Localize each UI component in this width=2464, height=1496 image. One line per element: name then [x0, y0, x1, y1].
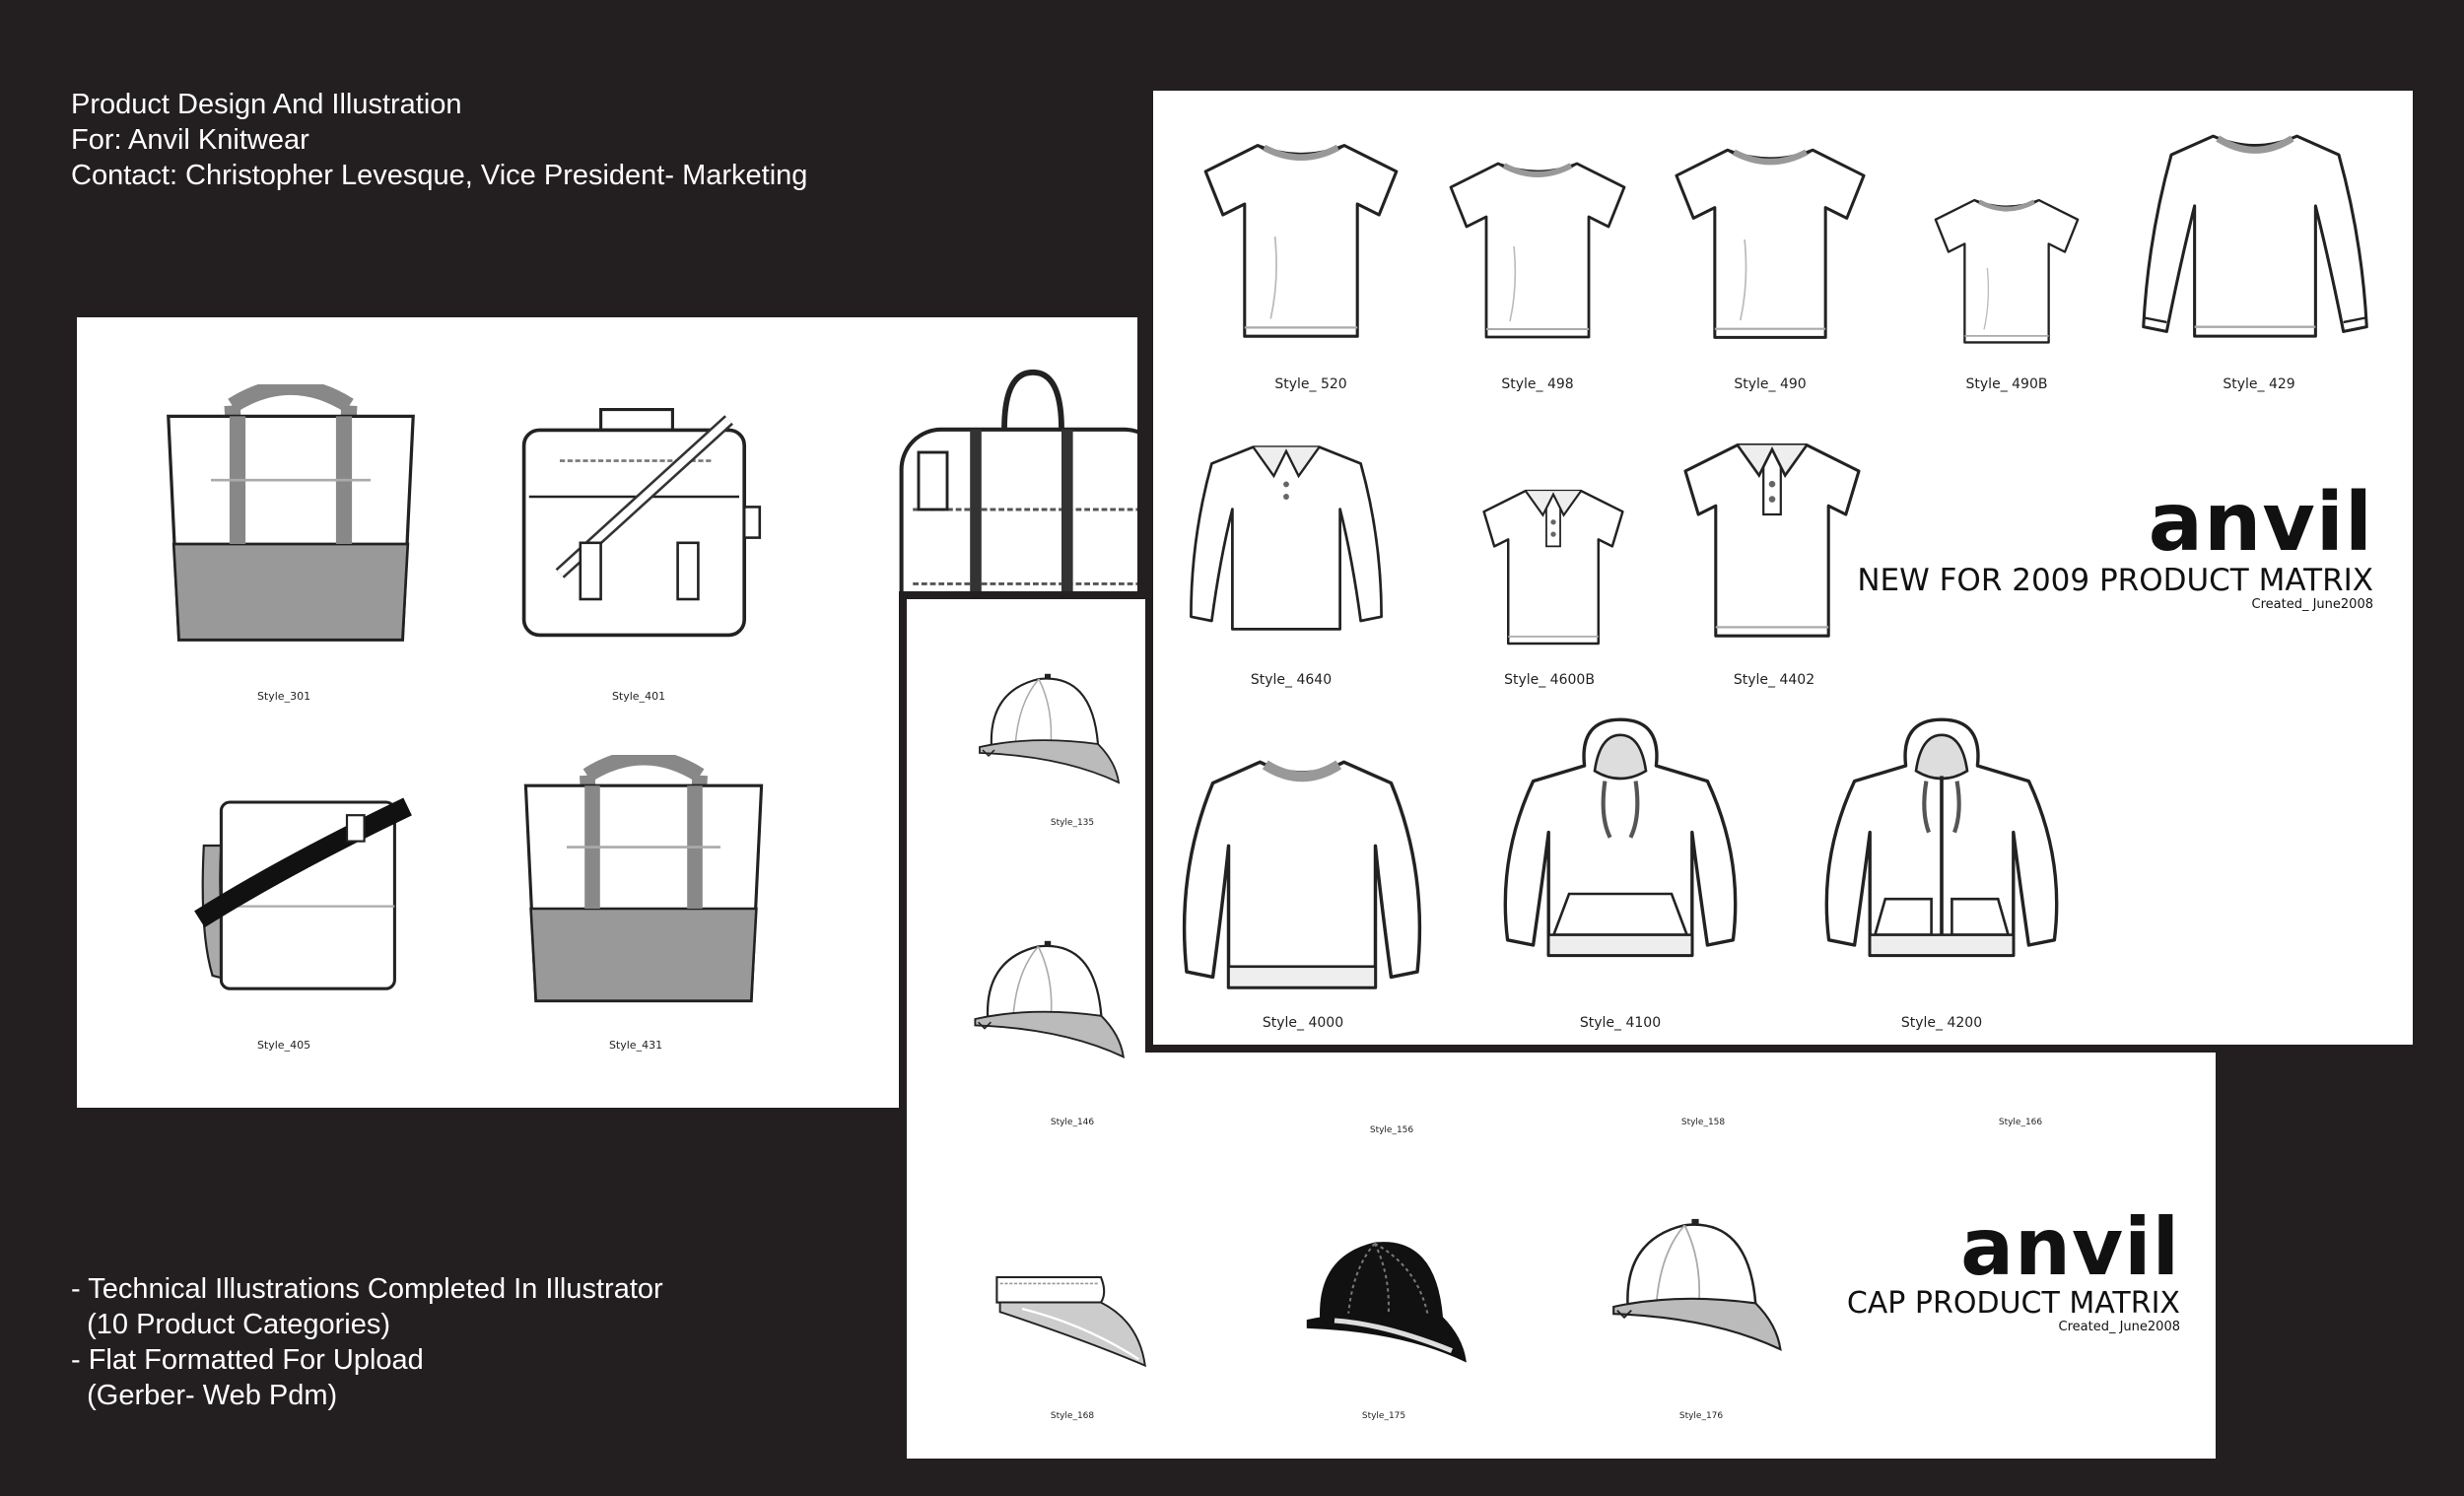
polo-icon — [1467, 465, 1640, 662]
note-line-4: (Gerber- Web Pdm) — [71, 1380, 338, 1411]
caps-subtitle: CAP PRODUCT MATRIX — [1846, 1286, 2180, 1321]
cap-label-166: Style_166 — [1998, 1118, 2043, 1127]
cap-icon — [924, 658, 1171, 806]
apparel-subtitle: NEW FOR 2009 PRODUCT MATRIX — [1857, 563, 2373, 598]
note-line-3: - Flat Formatted For Upload — [71, 1344, 424, 1376]
tote-bag-icon — [491, 755, 796, 1011]
tshirt-icon — [1664, 120, 1877, 359]
apparel-label-4200: Style_ 4200 — [1900, 1015, 1983, 1031]
bag-label-405: Style_405 — [256, 1039, 311, 1052]
polo-longsleeve-icon — [1183, 408, 1390, 668]
apparel-label-490: Style_ 490 — [1734, 376, 1807, 392]
apparel-label-4000: Style_ 4000 — [1262, 1015, 1344, 1031]
cap-label-135: Style_135 — [1050, 818, 1095, 828]
cap-label-146: Style_146 — [1050, 1118, 1095, 1127]
bag-label-401: Style_401 — [611, 690, 666, 703]
intro-contact: Contact: Christopher Levesque, Vice Pres… — [71, 160, 808, 191]
apparel-label-429: Style_ 429 — [2223, 376, 2295, 392]
apparel-label-490b: Style_ 490B — [1965, 376, 2048, 392]
tshirt-icon — [1439, 134, 1636, 359]
note-line-2: (10 Product Categories) — [71, 1309, 390, 1340]
tshirt-icon — [1926, 179, 2088, 357]
cap-label-156: Style_156 — [1369, 1125, 1414, 1135]
apparel-created: Created_ June2008 — [2251, 597, 2373, 613]
caps-brand: anvil CAP PRODUCT MATRIX Created_ June20… — [1847, 1208, 2180, 1335]
hoodie-icon — [1492, 682, 1748, 1003]
apparel-label-520: Style_ 520 — [1274, 376, 1347, 392]
cap-icon — [1557, 1200, 1833, 1378]
longsleeve-icon — [2139, 118, 2371, 359]
bag-label-431: Style_431 — [608, 1039, 663, 1052]
apparel-label-4402: Style_ 4402 — [1733, 672, 1815, 688]
tshirt-icon — [1193, 118, 1409, 355]
intro-client: For: Anvil Knitwear — [71, 124, 309, 156]
caps-created: Created_ June2008 — [2058, 1320, 2180, 1334]
apparel-label-4640: Style_ 4640 — [1250, 672, 1333, 688]
cap-label-175: Style_175 — [1361, 1411, 1406, 1421]
zip-hoodie-icon — [1814, 682, 2070, 1003]
cap-icon — [1252, 1220, 1518, 1388]
apparel-label-4600b: Style_ 4600B — [1504, 672, 1595, 688]
apparel-logo: anvil — [2148, 476, 2373, 570]
visor-icon — [946, 1230, 1193, 1388]
bag-label-301: Style_301 — [256, 690, 311, 703]
messenger-bag-icon — [469, 394, 804, 650]
tote-bag-icon — [138, 384, 444, 650]
apparel-label-498: Style_ 498 — [1501, 376, 1574, 392]
cap-icon — [924, 924, 1171, 1082]
cap-label-168: Style_168 — [1050, 1411, 1095, 1421]
apparel-panel: Style_ 520 Style_ 498 Style_ 490 Style_ … — [1145, 83, 2421, 1053]
intro-title: Product Design And Illustration — [71, 89, 462, 120]
cap-label-176: Style_176 — [1678, 1411, 1724, 1421]
sweatshirt-icon — [1169, 741, 1435, 1003]
apparel-label-4100: Style_ 4100 — [1579, 1015, 1662, 1031]
caps-logo: anvil — [1960, 1201, 2180, 1293]
apparel-brand: anvil NEW FOR 2009 PRODUCT MATRIX Create… — [1857, 483, 2373, 613]
cap-label-158: Style_158 — [1680, 1118, 1726, 1127]
shoulder-bag-icon — [156, 781, 451, 997]
note-line-1: - Technical Illustrations Completed In I… — [71, 1273, 663, 1305]
polo-icon — [1664, 406, 1881, 666]
